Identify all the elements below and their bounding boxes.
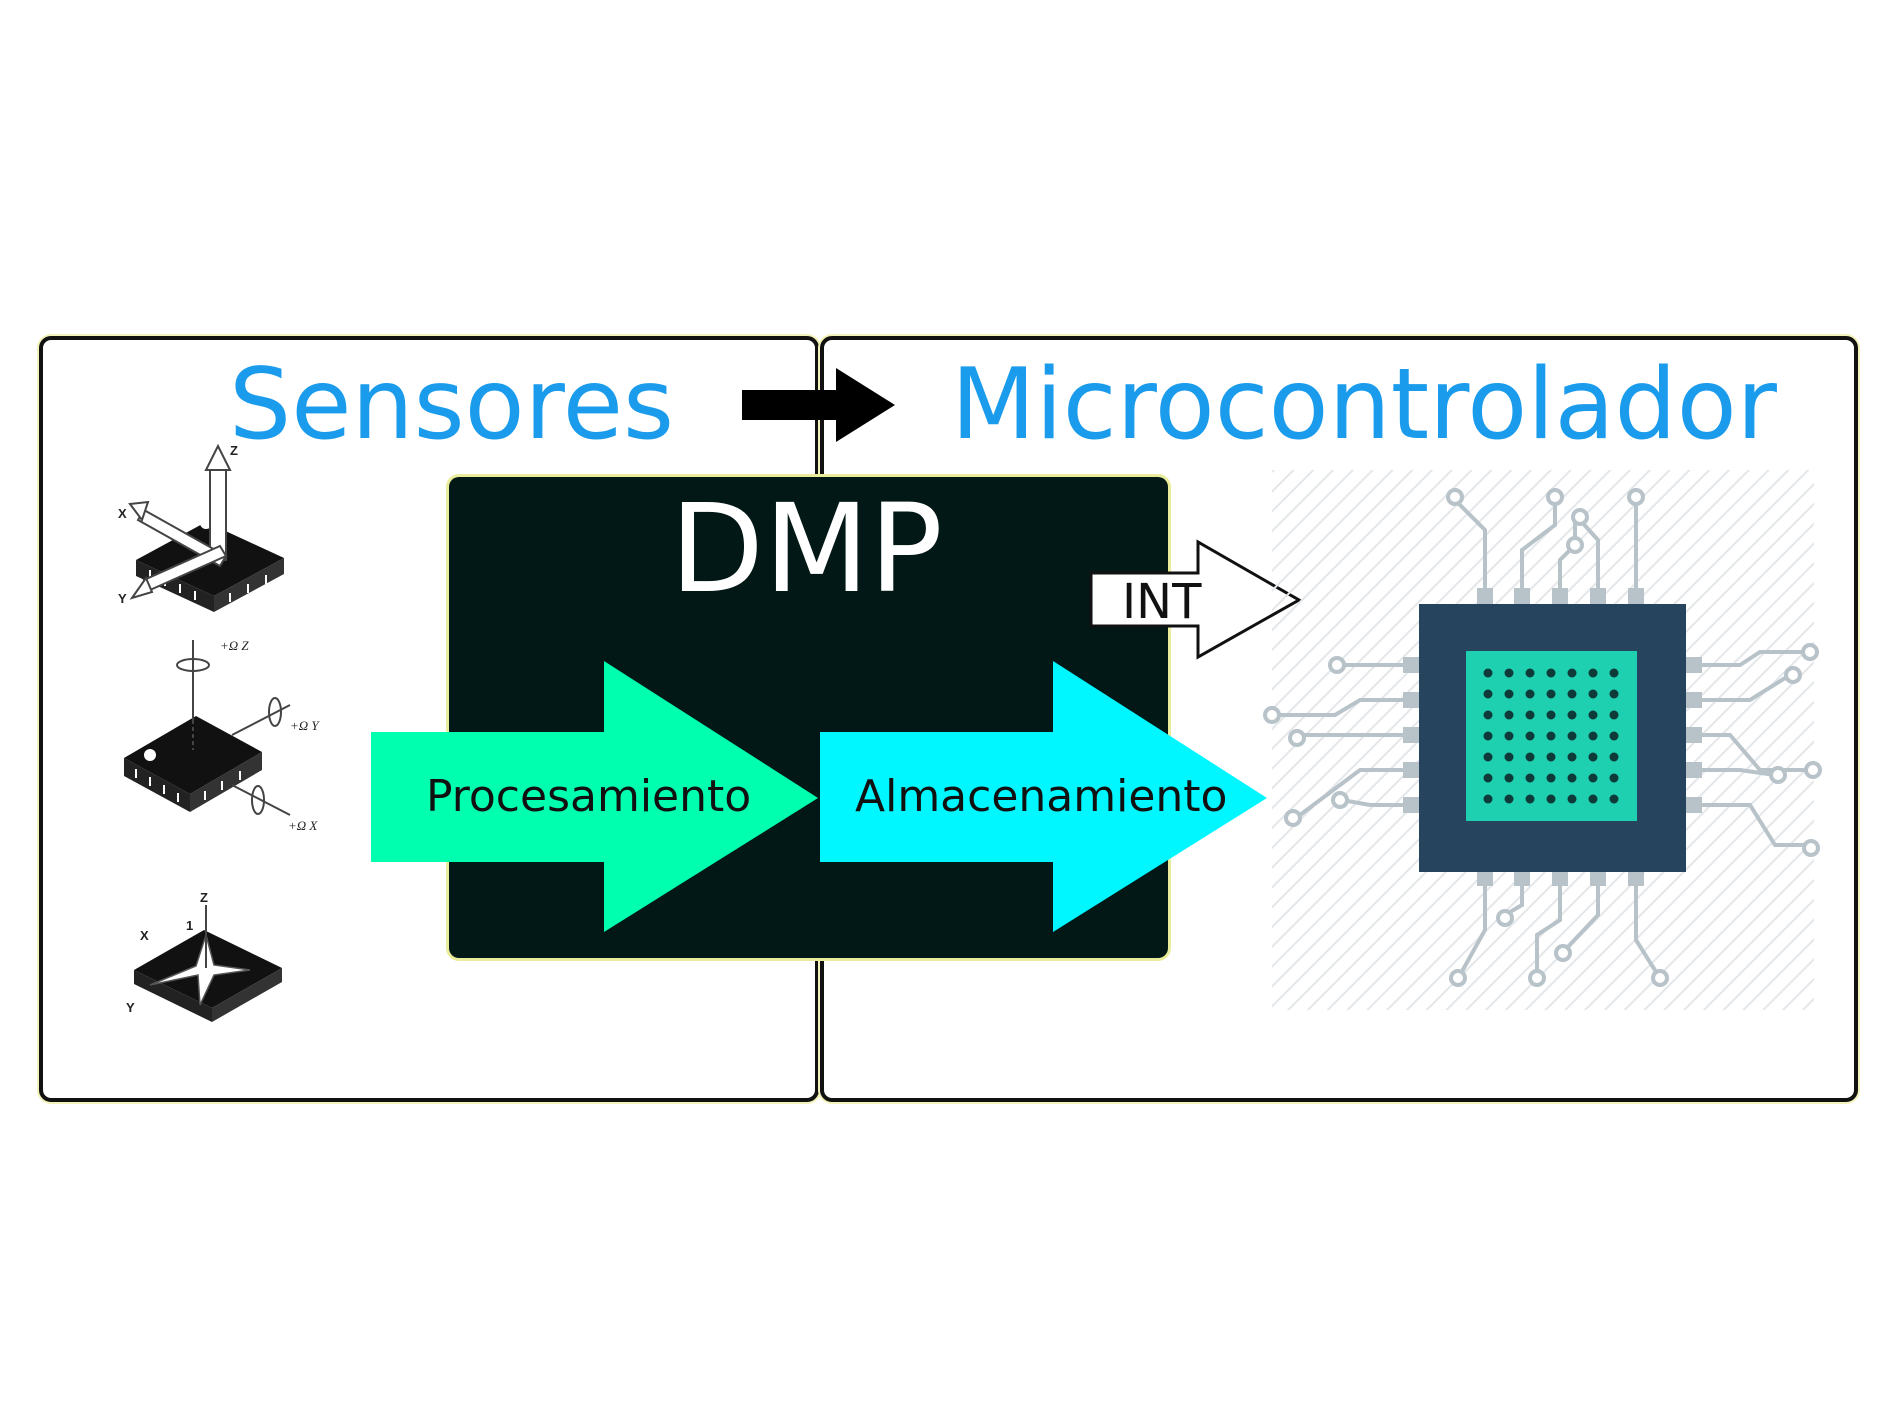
chip-dot (1588, 710, 1598, 720)
chip-dot (1609, 710, 1619, 720)
chip-dot (1567, 794, 1577, 804)
chip-dot (1567, 731, 1577, 741)
chip-dot (1588, 731, 1598, 741)
chip-dot (1546, 689, 1556, 699)
chip-dot (1567, 752, 1577, 762)
chip-dot (1609, 773, 1619, 783)
chip-dot (1609, 731, 1619, 741)
chip-dot (1483, 794, 1493, 804)
mag-x-label: X (140, 928, 149, 943)
int-label: INT (1122, 574, 1202, 630)
chip-dot (1609, 794, 1619, 804)
chip-dot (1546, 752, 1556, 762)
chip-dot (1483, 773, 1493, 783)
chip-dot (1588, 794, 1598, 804)
mag-1-label: 1 (186, 918, 193, 933)
magnetometer-chip-icon: Z 1 X Y (126, 890, 282, 1022)
accel-y-label: Y (118, 591, 127, 606)
chip-dot (1567, 689, 1577, 699)
microcontroller-title: Microcontrolador (951, 348, 1777, 462)
chip-dot (1588, 689, 1598, 699)
mag-z-label: Z (200, 890, 208, 905)
chip-dot (1525, 668, 1535, 678)
gyroscope-chip-icon: +Ω Z +Ω Y +Ω X (124, 638, 320, 833)
accelerometer-chip-icon: Z X Y (118, 443, 284, 612)
chip-dot (1483, 731, 1493, 741)
chip-dot (1504, 668, 1514, 678)
chip-dot (1609, 689, 1619, 699)
chip-dot (1504, 731, 1514, 741)
gyro-x-label: +Ω X (288, 818, 318, 833)
chip-dot (1567, 773, 1577, 783)
chip-dot (1525, 773, 1535, 783)
chip-dot (1525, 752, 1535, 762)
dmp-block (449, 477, 1168, 958)
chip-dot (1504, 752, 1514, 762)
chip-dot (1483, 710, 1493, 720)
chip-dot (1504, 710, 1514, 720)
chip-dot (1609, 668, 1619, 678)
chip-dot (1588, 773, 1598, 783)
chip-dot (1546, 710, 1556, 720)
chip-dot (1588, 668, 1598, 678)
chip-dot (1504, 773, 1514, 783)
storage-arrow-icon (820, 661, 1267, 932)
processing-arrow-icon (371, 661, 818, 932)
mag-y-label: Y (126, 1000, 135, 1015)
chip-dot (1483, 689, 1493, 699)
chip-dot (1609, 752, 1619, 762)
accel-x-label: X (118, 506, 127, 521)
chip-dot (1525, 794, 1535, 804)
chip-dot (1546, 773, 1556, 783)
chip-dot (1483, 752, 1493, 762)
dmp-title: DMP (670, 478, 943, 620)
chip-dot (1525, 689, 1535, 699)
chip-dot (1525, 731, 1535, 741)
chip-dot (1546, 668, 1556, 678)
processing-label: Procesamiento (426, 771, 752, 822)
chip-dot (1567, 710, 1577, 720)
chip-dot (1525, 710, 1535, 720)
chip-dot (1504, 794, 1514, 804)
chip-dot (1483, 668, 1493, 678)
storage-label: Almacenamiento (855, 771, 1228, 822)
chip-dot (1546, 731, 1556, 741)
chip-dot (1546, 794, 1556, 804)
accel-z-label: Z (230, 443, 238, 458)
chip-dot (1504, 689, 1514, 699)
gyro-z-label: +Ω Z (220, 638, 249, 653)
chip-dot (1567, 668, 1577, 678)
gyro-y-label: +Ω Y (290, 718, 320, 733)
int-arrow-icon (1089, 539, 1303, 660)
sensors-title: Sensores (229, 348, 675, 462)
chip-dot (1588, 752, 1598, 762)
